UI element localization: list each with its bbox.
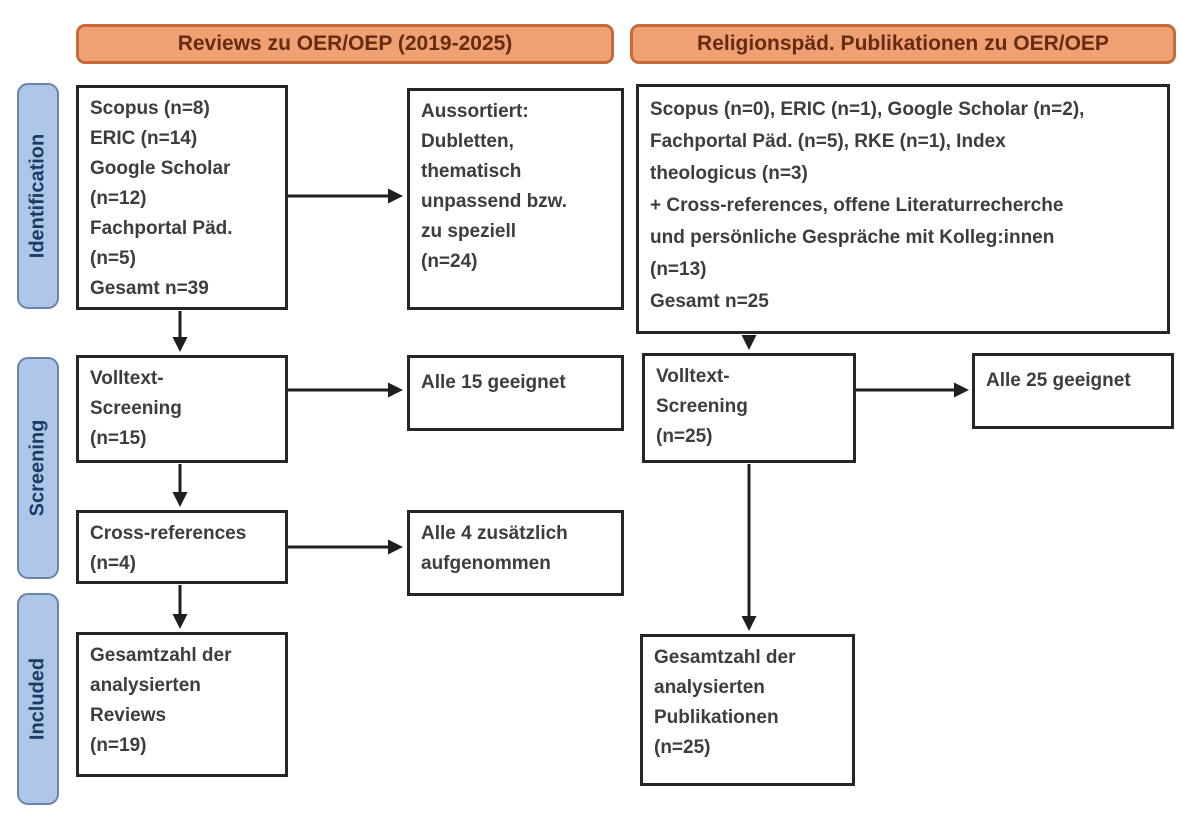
box-text-line: (n=24) [421,251,478,272]
box-fulltext-screening-publications: Volltext- Screening (n=25) [642,353,856,463]
box-text-line: (n=12) [90,188,147,209]
column-header-reviews: Reviews zu OER/OEP (2019-2025) [76,24,614,64]
box-text-line: und persönliche Gespräche mit Kolleg:inn… [650,227,1055,248]
stage-label-included-text: Included [26,657,49,741]
box-text-line: Volltext- [656,366,730,387]
box-text-line: Dubletten, [421,131,514,152]
stage-label-screening: Screening [17,357,59,579]
stage-label-identification: Identification [17,83,59,309]
box-text-line: Scopus (n=0), ERIC (n=1), Google Scholar… [650,99,1085,120]
box-text-line: (n=4) [90,553,136,574]
box-text-line: Screening [656,396,748,417]
box-text-line: Alle 25 geeignet [986,370,1131,391]
box-text-line: Alle 15 geeignet [421,372,566,393]
box-text-line: (n=25) [656,426,713,447]
box-eligible-publications: Alle 25 geeignet [972,353,1174,429]
box-text-line: Gesamt n=39 [90,278,209,299]
box-text-line: analysierten [654,677,765,698]
box-text-line: ERIC (n=14) [90,128,198,149]
box-text-line: Gesamtzahl der [90,645,232,666]
box-text-line: Cross-references [90,523,247,544]
stage-label-included: Included [17,593,59,805]
box-text-line: Publikationen [654,707,779,728]
box-text-line: Alle 4 zusätzlich [421,523,568,544]
box-text-line: Fachportal Päd. (n=5), RKE (n=1), Index [650,131,1006,152]
box-eligible-reviews: Alle 15 geeignet [407,355,624,431]
box-text-line: thematisch [421,161,522,182]
box-fulltext-screening-reviews: Volltext- Screening (n=15) [76,355,288,463]
box-text-line: Scopus (n=8) [90,98,210,119]
box-text-line: Volltext- [90,368,164,389]
box-sources-publications: Scopus (n=0), ERIC (n=1), Google Scholar… [636,84,1170,334]
box-crossreferences: Cross-references (n=4) [76,510,288,584]
box-text-line: (n=13) [650,259,707,280]
box-text-line: Aussortiert: [421,101,529,122]
box-text-line: unpassend bzw. [421,191,568,212]
box-text-line: (n=19) [90,735,147,756]
box-text-line: + Cross-references, offene Literaturrech… [650,195,1064,216]
box-text-line: zu speziell [421,221,517,242]
box-text-line: Screening [90,398,182,419]
box-text-line: Fachportal Päd. [90,218,233,239]
box-text-line: (n=5) [90,248,136,269]
stage-label-identification-text: Identification [26,133,49,259]
box-text-line: theologicus (n=3) [650,163,808,184]
box-text-line: Gesamt n=25 [650,291,769,312]
box-text-line: aufgenommen [421,553,551,574]
box-text-line: Reviews [90,705,167,726]
box-text-line: (n=15) [90,428,147,449]
box-crossreferences-added: Alle 4 zusätzlich aufgenommen [407,510,624,596]
box-text-line: (n=25) [654,737,711,758]
column-header-religionspaed: Religionspäd. Publikationen zu OER/OEP [630,24,1176,64]
box-excluded-reviews: Aussortiert: Dubletten, thematisch unpassen… [407,88,624,310]
box-text-line: Google Scholar [90,158,231,179]
box-text-line: Gesamtzahl der [654,647,796,668]
box-text-line: analysierten [90,675,201,696]
stage-label-screening-text: Screening [26,419,49,517]
box-sources-reviews: Scopus (n=8) ERIC (n=14) Google Scholar (n=… [76,85,288,310]
